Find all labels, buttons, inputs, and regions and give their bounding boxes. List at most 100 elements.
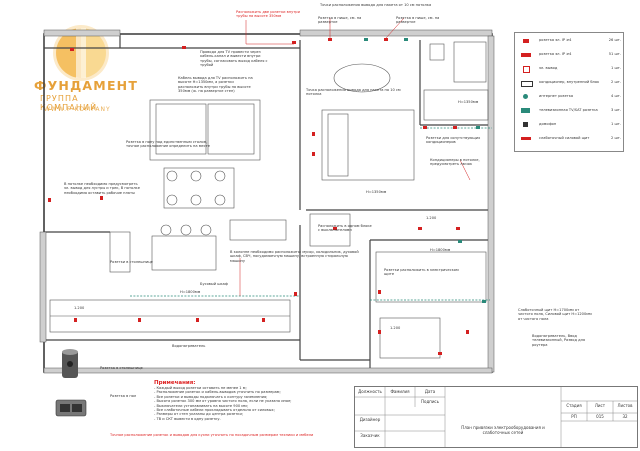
annotation-22: Розетка в столешнице	[100, 366, 143, 370]
legend-label: слаботочный силовой щит	[539, 136, 590, 140]
outlet-marks	[48, 38, 469, 355]
legend-label: розетка эл. IP ≥4	[539, 52, 572, 56]
annotation-1: Расположить две розетки внутри трубы на …	[236, 10, 300, 19]
intercom-icon	[523, 122, 528, 127]
title-block-grid	[355, 387, 637, 447]
logo-brand: ФУНДАМЕНТ	[34, 78, 139, 93]
annotation-4: Розетка в нише, см. на развертке	[396, 16, 440, 25]
panel-icon	[521, 137, 531, 140]
legend-row-2: розетка эл. IP ≥4 51 шт.	[515, 49, 621, 62]
legend-qty: 4 шт.	[611, 94, 621, 98]
tv-outlet-icon	[521, 108, 530, 113]
notes-line-3: - Все розетки и выводы подключать к конт…	[154, 394, 268, 399]
annotation-2: Точки расположения вывода для пакета от …	[320, 3, 432, 7]
outlet-icon	[523, 39, 529, 43]
legend-row-3: эл. вывод 1 шт.	[515, 63, 621, 76]
annotation-18: Бусовый шкаф	[200, 282, 228, 286]
legend-qty: 2 шт.	[611, 80, 621, 84]
legend-row-5: интернет розетка 4 шт.	[515, 91, 621, 104]
tb-value-sheet: 015	[596, 414, 604, 419]
annotation-11: H=1350мм	[366, 190, 387, 194]
notes-block: Примечания: - Каждый выход розетки остав…	[154, 380, 344, 421]
tb-row-position: Должность	[358, 389, 382, 394]
tb-value-sheets: 32	[622, 414, 628, 419]
annotation-6: Кабель вывода для TV расположить на высо…	[178, 76, 253, 94]
tb-row-surname: Фамилия	[390, 389, 410, 394]
annotation-13: Кондиционеры в потолке, предусмотреть лю…	[430, 158, 480, 167]
logo-site: WWW.F-KOMPANY	[44, 106, 111, 113]
annotation-14: Расположить в одном блоке с выключателям…	[318, 224, 372, 233]
notes-title: Примечания:	[154, 380, 196, 386]
tb-row-signature: Подпись	[421, 399, 439, 404]
legend-qty: 51 шт.	[608, 52, 621, 56]
annotation-15: Розетки расположить в электрическом щите	[384, 268, 459, 277]
internet-outlet-icon	[523, 94, 528, 99]
legend-label: розетка эл. IP ≥4	[539, 38, 572, 42]
popup-outlet-photo	[56, 346, 84, 382]
notes-footer: Точное расположение розеток и выводов дл…	[110, 433, 314, 437]
annotation-9: В потолке необходимо предусмотреть эл. в…	[64, 182, 140, 195]
furniture	[49, 41, 489, 359]
dimension-3: 1.200	[74, 306, 85, 310]
legend-qty: 1 шт.	[611, 122, 621, 126]
legend-label: телевизионная TV/SAT розетка	[539, 108, 598, 112]
lowcurrent-marks	[364, 38, 486, 303]
leader-lines	[239, 17, 471, 296]
tb-row-date: Дата	[424, 389, 436, 394]
legend-qty: 3 шт.	[611, 108, 621, 112]
annotation-16: В колонне необходимо расположить: мусор,…	[230, 250, 359, 263]
title-block: Должность Фамилия Дата Подпись Дизайнер …	[354, 386, 638, 448]
legend-label: интернет розетка	[539, 94, 574, 98]
legend: розетка эл. IP ≥4 26 шт. розетка эл. IP …	[514, 32, 624, 152]
annotation-10: H=1350мм	[458, 100, 479, 104]
double-outlet-icon	[521, 53, 531, 57]
annotation-7: Точка расположения вывода для пакета по …	[306, 88, 401, 97]
tb-header-sheet: Лист	[594, 403, 606, 408]
tb-header-sheets: Листов	[617, 403, 633, 408]
company-logo: ФУНДАМЕНТ ГРУППА КОМПАНИЙ WWW.F-KOMPANY	[34, 22, 139, 113]
annotation-3: Розетка в нише, см. на развертке	[318, 16, 362, 25]
legend-label: эл. вывод	[539, 66, 558, 70]
notes-line-5: - Выключатели устанавливать на высоте 90…	[154, 403, 248, 408]
tb-header-stage: Стадия	[566, 403, 582, 408]
legend-row-6: телевизионная TV/SAT розетка 3 шт.	[515, 105, 621, 118]
logo-emblem-icon	[53, 25, 109, 81]
annotation-8: Розетка в полу под единственным столом, …	[126, 140, 210, 149]
annotation-5: Провода для TV провести через кабель-кан…	[200, 50, 268, 68]
floor-outlet-photo	[54, 396, 88, 420]
annotation-19: Водонагреватель	[172, 344, 206, 348]
wire-outlet-icon	[523, 66, 530, 73]
tb-row-customer: Заказчик	[360, 433, 380, 438]
dimension-1: H=1800мм	[180, 290, 201, 294]
notes-line-4: - Высота розеток 300 мм от уровня чистог…	[154, 399, 292, 404]
legend-row-8: слаботочный силовой щит 2 шт.	[515, 133, 621, 146]
dimension-2: H=1800мм	[430, 248, 451, 252]
notes-line-1: - Каждый выход розетки оставить не менее…	[154, 386, 247, 390]
dimension-5: 1.200	[426, 216, 437, 220]
legend-label: кондиционер, внутренний блок	[539, 80, 599, 84]
notes-line-7: - Размеры от стен указаны до центра розе…	[154, 412, 244, 417]
annotation-20: Слаботочный щит H=1700мм от чистого пола…	[518, 308, 592, 321]
legend-row-1: розетка эл. IP ≥4 26 шт.	[515, 35, 621, 48]
tb-row-designer: Дизайнер	[359, 417, 381, 422]
legend-row-4: кондиционер, внутренний блок 2 шт.	[515, 77, 621, 90]
notes-line-2: - Расположение розеток и кабель-выводов …	[154, 390, 281, 395]
legend-row-7: домофон 1 шт.	[515, 119, 621, 132]
legend-label: домофон	[539, 122, 557, 126]
tb-sheet-title: План привязки электрооборудования и слаб…	[461, 425, 545, 435]
air-conditioner-icon	[521, 81, 533, 87]
annotation-21: Водонагреватель, Ввод телевизионный, Раз…	[532, 334, 586, 347]
annotation-12: Розетки для сопутствующих кондиционеров	[426, 136, 481, 145]
dimension-4: 1.200	[390, 326, 401, 330]
legend-qty: 2 шт.	[611, 136, 621, 140]
legend-qty: 26 шт.	[608, 38, 621, 42]
notes-line-6: - Все слаботочные кабели прокладывать от…	[154, 408, 275, 413]
notes-line-8: - ТВ и СКТ вывести в одну розетку.	[154, 416, 221, 421]
annotation-23: Розетка в пол	[110, 394, 137, 398]
legend-qty: 1 шт.	[611, 66, 621, 70]
annotation-17: Розетки в столешнице	[110, 260, 153, 264]
wall-hatching	[39, 29, 495, 374]
tb-value-stage: РП	[571, 414, 577, 419]
